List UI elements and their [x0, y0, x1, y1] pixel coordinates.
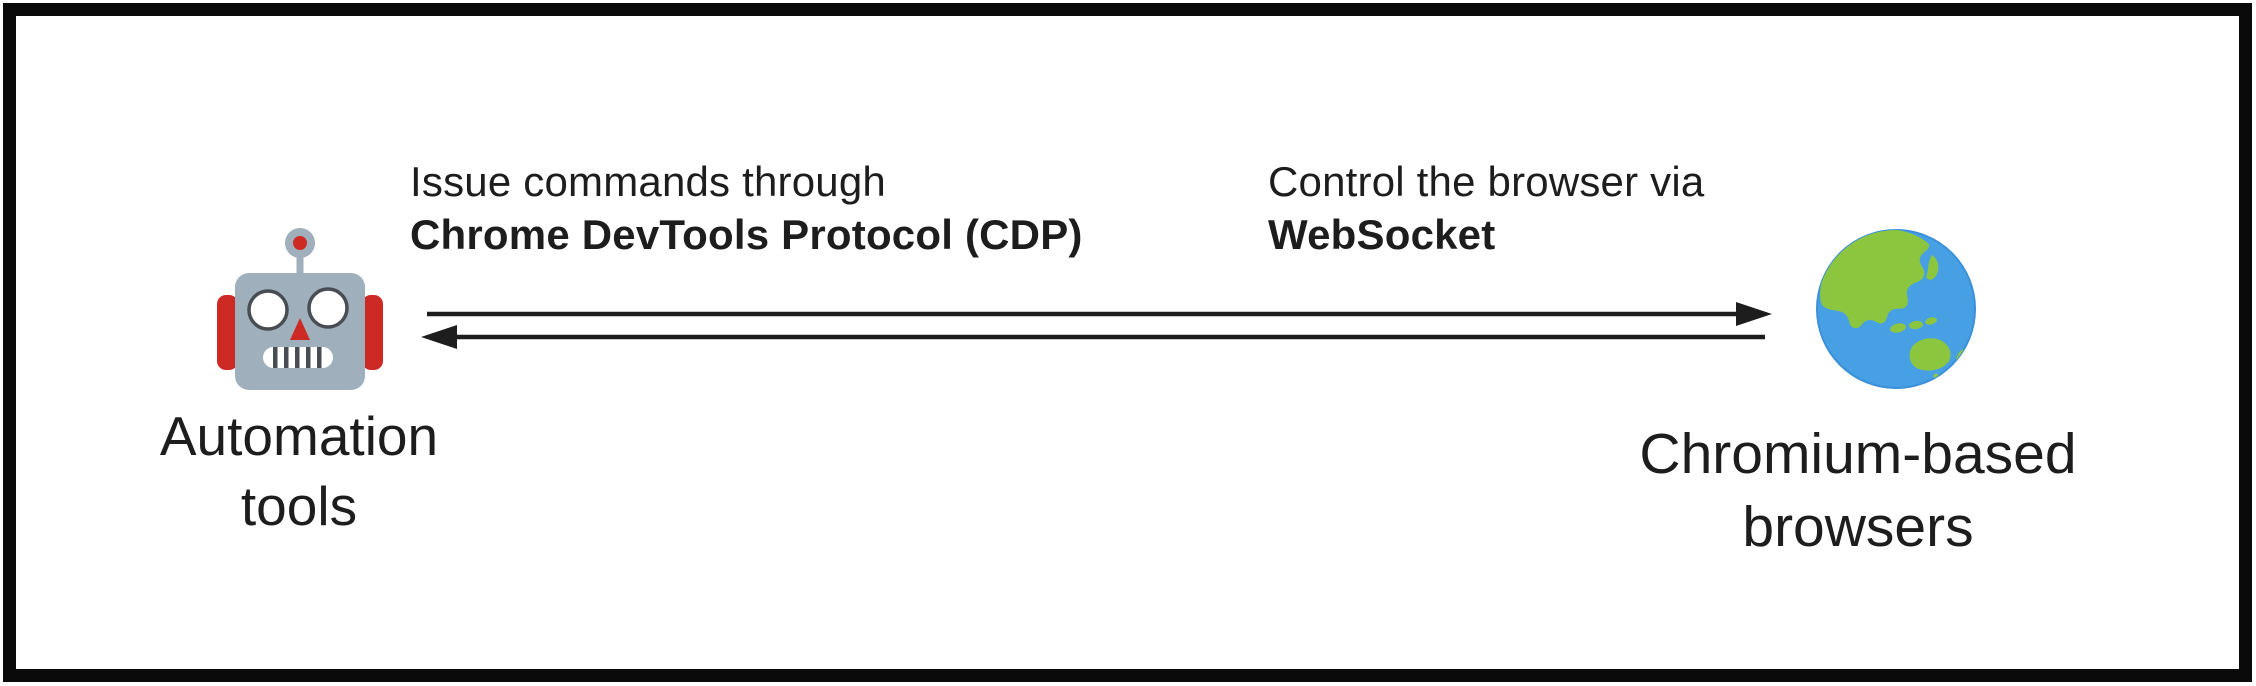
- reverse-annotation: Control the browser via WebSocket: [1268, 155, 1704, 261]
- forward-annotation-line2: Chrome DevTools Protocol (CDP): [410, 211, 1083, 258]
- left-node-label: Automation tools: [159, 405, 439, 537]
- right-node-label: Chromium-based browsers: [1639, 422, 2077, 559]
- reverse-annotation-line2: WebSocket: [1268, 211, 1496, 258]
- forward-annotation: Issue commands through Chrome DevTools P…: [410, 155, 1083, 261]
- forward-arrow: [427, 302, 1772, 326]
- reverse-arrow: [421, 325, 1765, 349]
- reverse-annotation-line1: Control the browser via: [1268, 158, 1705, 205]
- globe-asia-australia-icon: [1816, 229, 1976, 389]
- forward-annotation-line1: Issue commands through: [410, 158, 886, 205]
- robot-icon: [217, 228, 383, 390]
